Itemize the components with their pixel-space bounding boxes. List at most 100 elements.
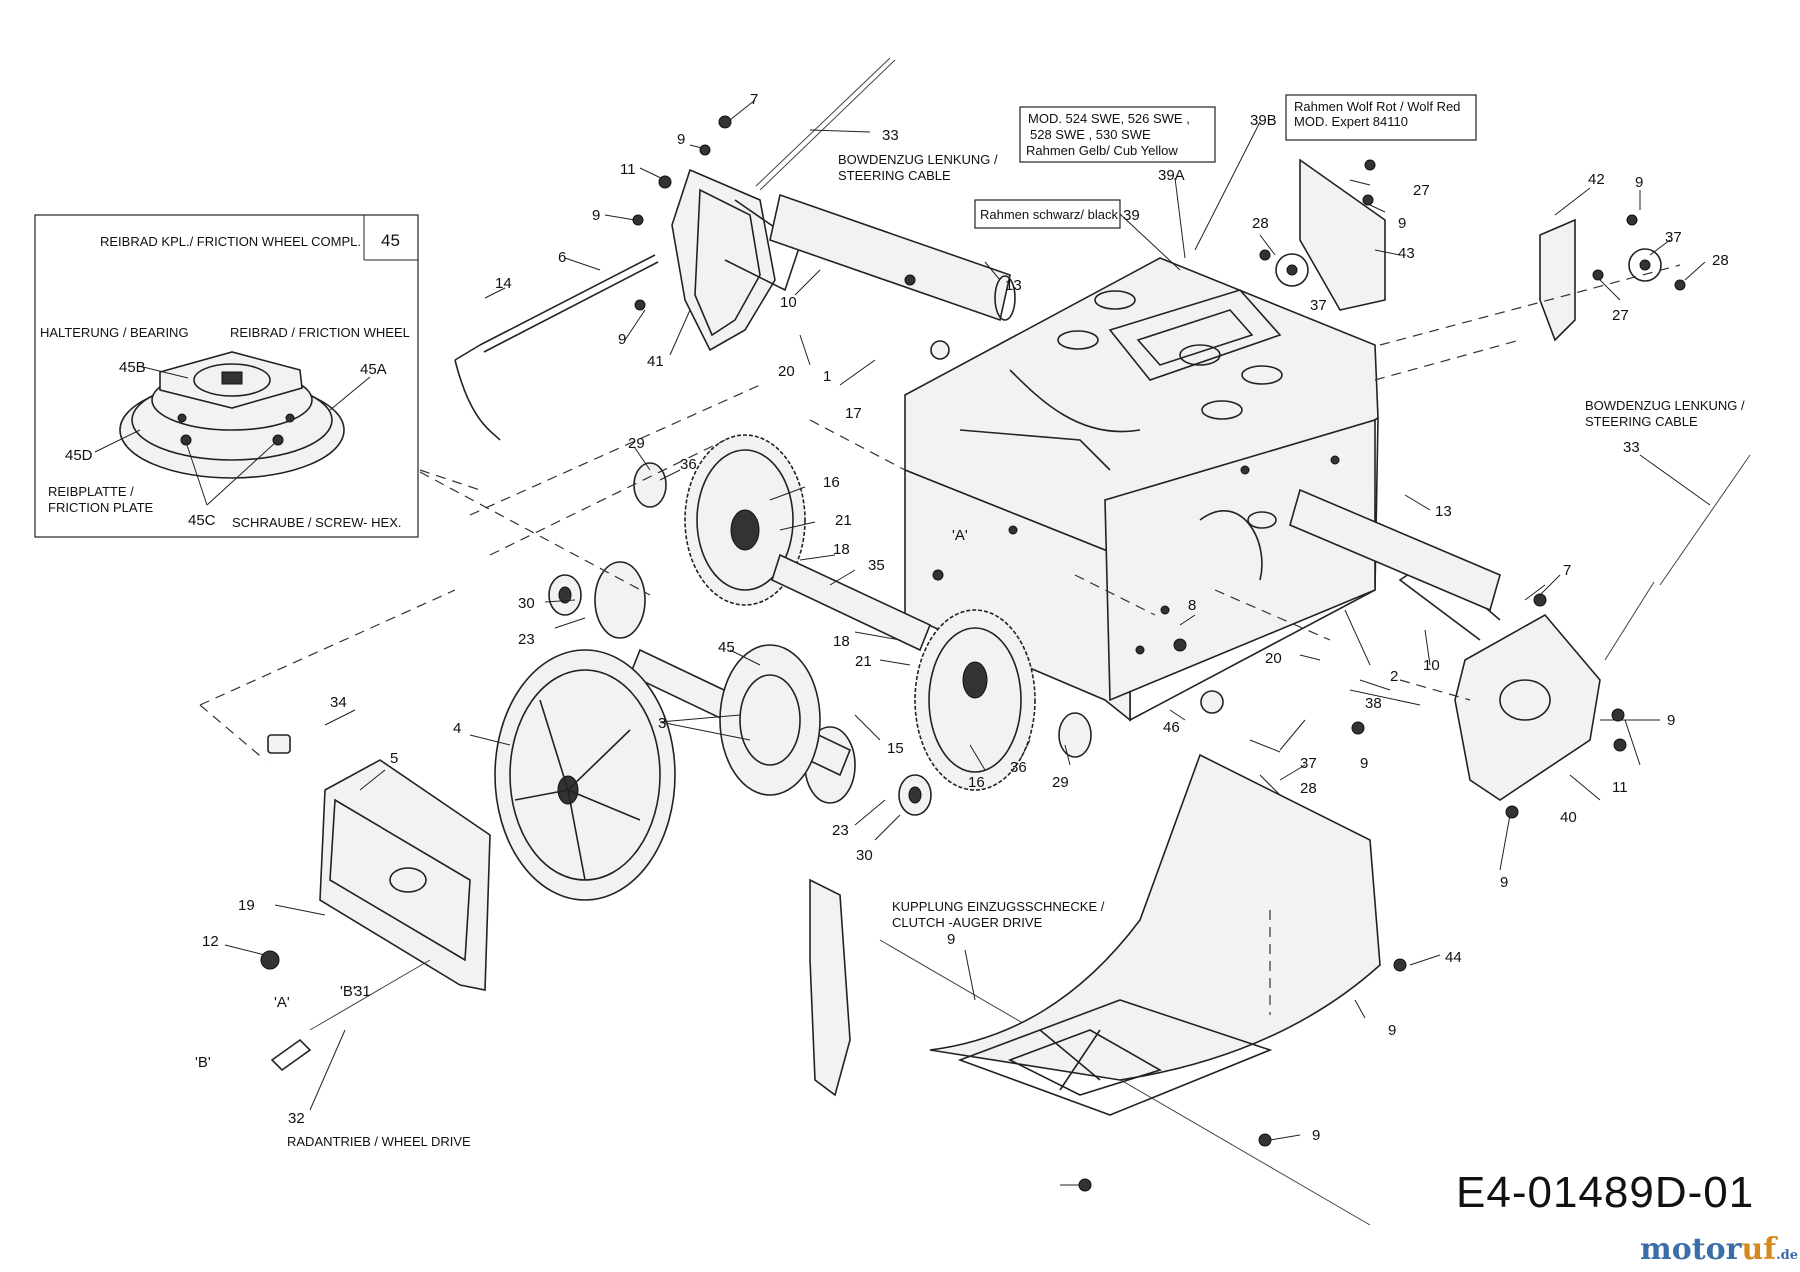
- callout: 'B': [195, 1054, 211, 1071]
- shaft-6: [454, 254, 659, 441]
- callout: 39B: [1250, 112, 1277, 129]
- callout: 36: [1010, 759, 1027, 776]
- callout: 41: [647, 353, 664, 370]
- left-housing-41: [671, 57, 896, 352]
- clutch-caption-2: CLUTCH -AUGER DRIVE: [892, 915, 1043, 930]
- callout: 7: [1563, 562, 1571, 579]
- bracket-42: [1539, 218, 1576, 342]
- callout: 'B': [340, 983, 356, 1000]
- callout: 9: [618, 331, 626, 348]
- callout: 28: [1252, 215, 1269, 232]
- callout: 46: [1163, 719, 1180, 736]
- callout: 43: [1398, 245, 1415, 262]
- frame-black-caption: Rahmen schwarz/ black: [980, 207, 1118, 222]
- callout: 45C: [188, 512, 216, 529]
- callout: 9: [1667, 712, 1675, 729]
- callout: 21: [855, 653, 872, 670]
- model-caption-2: 528 SWE , 530 SWE: [1030, 127, 1151, 142]
- motoruf-watermark-logo[interactable]: motoruf.de: [1640, 1232, 1798, 1267]
- callout: 7: [750, 91, 758, 108]
- callout: 5: [390, 750, 398, 767]
- inset-friction-plate-caption-2: FRICTION PLATE: [48, 500, 154, 515]
- friction-wheel-45: [719, 644, 821, 796]
- callout: 11: [620, 161, 636, 178]
- callout: 9: [947, 931, 955, 948]
- frame-red-caption-2: MOD. Expert 84110: [1294, 114, 1408, 129]
- inset-screw-caption: SCHRAUBE / SCREW- HEX.: [232, 515, 402, 530]
- callout: 9: [1388, 1022, 1396, 1039]
- leader-lines: [224, 99, 1711, 1186]
- callout: 33: [1623, 439, 1640, 456]
- callout: 27: [1413, 182, 1430, 199]
- callout: 20: [1265, 650, 1282, 667]
- callout: 45: [718, 639, 735, 656]
- callout: 30: [518, 595, 535, 612]
- callout: 28: [1300, 780, 1317, 797]
- steering-cable-left-caption-2: STEERING CABLE: [838, 168, 951, 183]
- frame-red-caption-1: Rahmen Wolf Rot / Wolf Red: [1294, 99, 1460, 114]
- sprocket-upper: [594, 561, 646, 639]
- callout: 45A: [360, 361, 387, 378]
- callout: 27: [1612, 307, 1629, 324]
- callout: 12: [202, 933, 219, 950]
- callout: 18: [833, 633, 850, 650]
- bracket-43: [1299, 158, 1386, 311]
- steering-cable-right-caption-1: BOWDENZUG LENKUNG /: [1585, 398, 1745, 413]
- callout: 2: [1390, 668, 1398, 685]
- callout: 'A': [952, 527, 968, 544]
- callout: 31: [354, 983, 371, 1000]
- bottom-shield-44: [929, 753, 1381, 1116]
- callout: 8: [1188, 597, 1196, 614]
- callout: 21: [835, 512, 852, 529]
- drive-plate-4: [494, 649, 676, 901]
- callout: 44: [1445, 949, 1462, 966]
- callout: 37: [1310, 297, 1327, 314]
- callout: 9: [1635, 174, 1643, 191]
- callout: 13: [1005, 277, 1022, 294]
- gear-16-upper: [684, 434, 806, 606]
- clutch-caption-1: KUPPLUNG EINZUGSSCHNECKE /: [892, 899, 1105, 914]
- right-housing-40: [1398, 558, 1601, 801]
- inset-friction-plate-caption-1: REIBPLATTE /: [48, 484, 134, 499]
- watermark-part3: .de: [1776, 1248, 1799, 1263]
- callout: 4: [453, 720, 461, 737]
- callout: 1: [823, 368, 831, 385]
- friction-wheel-inset: [34, 214, 419, 538]
- fasteners: [260, 115, 1686, 1192]
- steering-cable-right-caption-2: STEERING CABLE: [1585, 414, 1698, 429]
- callout: 36: [680, 456, 697, 473]
- shaft-35: [771, 553, 932, 652]
- main-frame-39: [904, 257, 1379, 722]
- right-shaft: [1289, 488, 1501, 612]
- inset-friction-wheel-caption: REIBRAD / FRICTION WHEEL: [230, 325, 410, 340]
- callout: 23: [832, 822, 849, 839]
- model-yellow-box: [1019, 106, 1216, 163]
- steering-cable-left-caption-1: BOWDENZUG LENKUNG /: [838, 152, 998, 167]
- callout: 42: [1588, 171, 1605, 188]
- callout: 9: [1360, 755, 1368, 772]
- callout: 14: [495, 275, 512, 292]
- callout: 28: [1712, 252, 1729, 269]
- callout: 17: [845, 405, 862, 422]
- inset-bearing-caption: HALTERUNG / BEARING: [40, 325, 189, 340]
- steering-tube: [769, 193, 1016, 322]
- callout: 9: [592, 207, 600, 224]
- callout: 40: [1560, 809, 1577, 826]
- callout: 20: [778, 363, 795, 380]
- callout: 30: [856, 847, 873, 864]
- callout: 45B: [119, 359, 146, 376]
- callout: 16: [823, 474, 840, 491]
- callout: 3: [658, 715, 666, 732]
- callout: 39: [1123, 207, 1140, 224]
- watermark-part1: motor: [1640, 1232, 1742, 1267]
- callout: 16: [968, 774, 985, 791]
- inset-number: 45: [381, 231, 400, 250]
- watermark-part2: uf: [1741, 1232, 1777, 1267]
- callout: 13: [1435, 503, 1452, 520]
- bracket-5: [267, 734, 491, 991]
- callout: 45D: [65, 447, 93, 464]
- callout: 39A: [1158, 167, 1185, 184]
- callout: 10: [1423, 657, 1440, 674]
- callout: 11: [1612, 779, 1628, 796]
